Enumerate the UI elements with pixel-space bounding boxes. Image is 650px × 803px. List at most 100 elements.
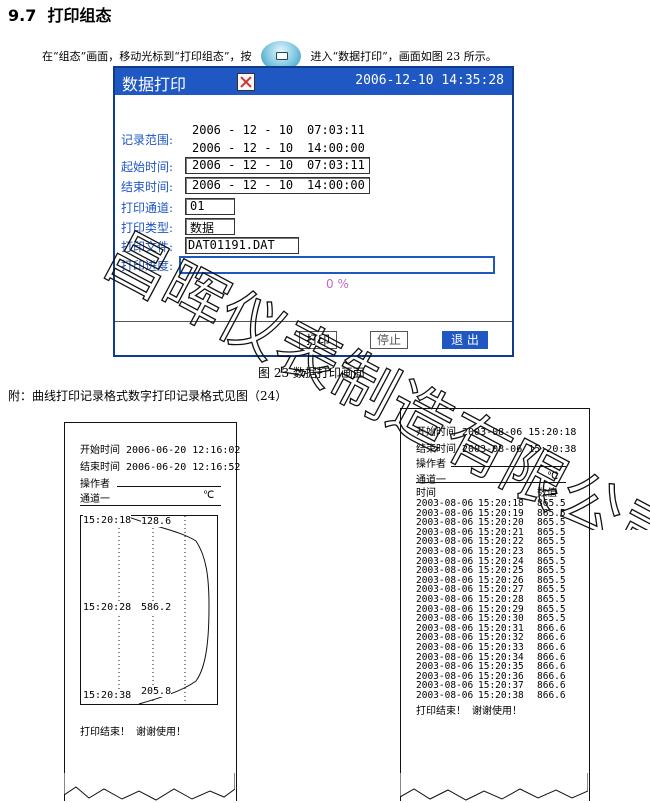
row-date: 2003-08-06: [416, 670, 474, 682]
start-time-value: 07:03:11: [307, 158, 365, 172]
row-time: 15:20:20: [478, 517, 524, 529]
row-time: 15:20:25: [478, 565, 524, 577]
row-time: 15:20:29: [478, 603, 524, 615]
row-value: 866.6: [537, 651, 566, 663]
row-date: 2003-08-06: [416, 565, 474, 577]
row-value: 866.6: [537, 642, 566, 653]
row-date: 2003-08-06: [416, 507, 474, 519]
screen-title: 数据打印: [122, 75, 187, 94]
row-date: 2003-08-06: [416, 584, 474, 596]
print-progress-bar: [179, 256, 495, 274]
row-value: 865.5: [537, 555, 566, 567]
record-end-date: 2006 - 12 - 10: [192, 141, 294, 155]
row-date: 2003-08-06: [416, 498, 474, 509]
print-file-field[interactable]: DAT01191.DAT: [185, 237, 299, 254]
torn-edge-left: [64, 773, 235, 801]
plot-top-value: 128.6: [141, 516, 172, 527]
row-time: 15:20:22: [478, 536, 524, 548]
row-value: 865.5: [537, 584, 566, 596]
row-value: 865.5: [537, 594, 566, 605]
row-time: 15:20:26: [478, 574, 524, 586]
row-value: 866.6: [537, 622, 566, 634]
curve-end-time: 结束时间 2006-06-20 12:16:52: [80, 462, 241, 473]
curve-line: [125, 516, 210, 704]
figure-caption: 图 23 数据打印画面: [258, 366, 365, 380]
row-date: 2003-08-06: [416, 546, 474, 557]
row-date: 2003-08-06: [416, 517, 474, 529]
screen-title-bar: 数据打印 2006-12-10 14:35:28: [115, 68, 512, 95]
print-type-field[interactable]: 数据: [185, 218, 235, 235]
plot-bottom-time: 15:20:38: [83, 690, 132, 701]
row-date: 2003-08-06: [416, 555, 474, 567]
channel-value: 01: [190, 199, 205, 213]
exit-button[interactable]: 退 出: [442, 331, 488, 349]
plot-mid-time: 15:20:28: [83, 602, 132, 613]
record-start-time: 07:03:11: [307, 123, 365, 137]
plot-top-time: 15:20:18: [83, 515, 132, 526]
row-value: 866.6: [537, 661, 566, 673]
operator-line: [117, 486, 221, 487]
print-type-value: 数据: [190, 221, 215, 235]
channel-line: [80, 505, 221, 506]
start-date-value: 2006 - 12 - 10: [192, 158, 294, 172]
data-footer: 打印结束！ 谢谢使用！: [416, 706, 523, 717]
curve-plot: 15:20:18 128.6 15:20:28 586.2 15:20:38 2…: [80, 515, 218, 705]
start-time-label: 起始时间:: [121, 160, 174, 174]
row-value: 866.6: [537, 680, 566, 692]
data-unit: ℃: [547, 471, 559, 482]
row-time: 15:20:36: [478, 670, 524, 682]
printer-icon: [237, 73, 255, 91]
data-print-screen: 数据打印 2006-12-10 14:35:28 记录范围: 2006 - 12…: [113, 66, 514, 357]
print-button[interactable]: 打印: [299, 331, 337, 349]
end-time-field[interactable]: 2006 - 12 - 10 14:00:00: [185, 177, 370, 194]
intro-text-after: 进入“数据打印”，画面如图 23 所示。: [310, 50, 497, 63]
row-value: 866.6: [537, 632, 566, 644]
channel-label: 打印通道:: [121, 201, 174, 215]
curve-footer: 打印结束！ 谢谢使用！: [80, 727, 187, 738]
column-time-header: 时间: [416, 488, 436, 499]
row-date: 2003-08-06: [416, 536, 474, 548]
intro-text-before: 在“组态”画面，移动光标到“打印组态”，按: [42, 50, 252, 63]
row-time: 15:20:35: [478, 661, 524, 673]
row-value: 865.5: [537, 565, 566, 577]
section-number: 9.7: [8, 6, 37, 25]
row-value: 866.6: [537, 690, 566, 701]
appendix-note: 附：曲线打印记录格式数字打印记录格式见图（24）: [8, 389, 288, 403]
screen-divider: [115, 321, 512, 322]
stop-button[interactable]: 停止: [370, 331, 408, 349]
row-date: 2003-08-06: [416, 690, 474, 701]
row-date: 2003-08-06: [416, 594, 474, 605]
row-time: 15:20:31: [478, 622, 524, 634]
section-heading: 9.7 打印组态: [8, 2, 112, 26]
start-time-field[interactable]: 2006 - 12 - 10 07:03:11: [185, 157, 370, 174]
curve-svg: [118, 516, 210, 704]
row-time: 15:20:33: [478, 642, 524, 653]
screen-datetime: 2006-12-10 14:35:28: [355, 73, 504, 88]
curve-channel: 通道一: [80, 494, 110, 505]
section-title: 打印组态: [47, 6, 112, 25]
record-start-date: 2006 - 12 - 10: [192, 123, 294, 137]
row-time: 15:20:37: [478, 680, 524, 692]
row-value: 865.5: [537, 603, 566, 615]
end-date-value: 2006 - 12 - 10: [192, 178, 294, 192]
row-value: 865.5: [537, 613, 566, 625]
progress-label: 打印进度:: [121, 259, 174, 273]
record-end-time: 14:00:00: [307, 141, 365, 155]
plot-bottom-value: 205.8: [141, 686, 172, 697]
plot-mid-value: 586.2: [141, 602, 172, 613]
channel-field[interactable]: 01: [185, 198, 235, 215]
row-value: 865.5: [537, 526, 566, 538]
row-date: 2003-08-06: [416, 574, 474, 586]
row-value: 865.5: [537, 574, 566, 586]
row-date: 2003-08-06: [416, 680, 474, 692]
row-time: 15:20:27: [478, 584, 524, 596]
record-range-label: 记录范围:: [121, 133, 174, 147]
print-file-value: DAT01191.DAT: [188, 238, 275, 252]
row-date: 2003-08-06: [416, 613, 474, 625]
row-date: 2003-08-06: [416, 603, 474, 615]
row-time: 15:20:18: [478, 498, 524, 509]
progress-percent: 0 %: [326, 277, 349, 291]
data-channel: 通道一: [416, 475, 446, 486]
data-operator: 操作者: [416, 459, 446, 470]
row-time: 15:20:30: [478, 613, 524, 625]
